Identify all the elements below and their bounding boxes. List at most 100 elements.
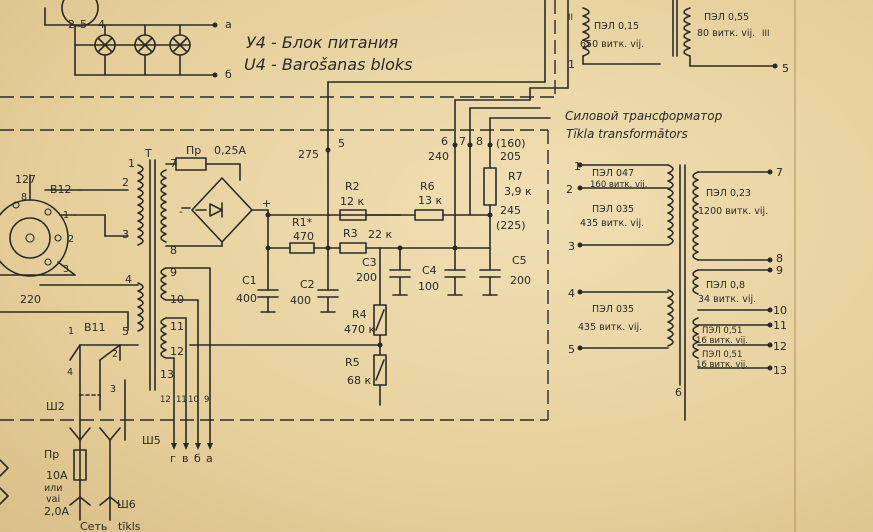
- resistor-value: 12 к: [340, 195, 364, 208]
- mains-transformer: [137, 159, 167, 391]
- voltage-label: 275: [298, 148, 319, 161]
- resistor-label: R5: [345, 356, 360, 369]
- winding-wire-label: ПЭЛ 0,51: [702, 326, 742, 336]
- resistor-label: R3: [343, 227, 358, 240]
- winding-wire-label: ПЭЛ 035: [592, 304, 634, 315]
- transformer-pin: 1: [574, 160, 581, 173]
- lamp-block: [44, 0, 218, 78]
- bridge-rectifier: [165, 177, 269, 247]
- resistor-r1: [289, 242, 315, 254]
- transformer-pin: 7: [776, 166, 783, 179]
- winding-turns-label: 1200 витк. vij.: [698, 206, 768, 217]
- pin-label: 9: [170, 266, 177, 279]
- page-title-ru: У4 - Блок питания: [246, 33, 398, 52]
- lamp-pin-4: 4: [98, 18, 105, 31]
- winding-turns-label: 160 витк. vij.: [590, 180, 647, 190]
- connector-label: Ш5: [142, 434, 161, 447]
- mains-switch: [69, 344, 139, 441]
- power-transformer: [577, 162, 773, 421]
- tube-wires: [0, 189, 139, 331]
- winding-turns-label: 650 витк. vij.: [580, 39, 644, 50]
- pin-label: 1: [128, 157, 135, 170]
- transformer-title-lv: Tīkla transformātors: [566, 127, 688, 141]
- lamp-pin-2: 2: [68, 18, 75, 31]
- resistor-value: 68 к: [347, 374, 371, 387]
- voltage-label: 205: [500, 150, 521, 163]
- capacitor-label: C4: [422, 264, 437, 277]
- fuse-value: 10А: [46, 469, 68, 482]
- transformer-pin: 2: [566, 183, 573, 196]
- pin-label: 4: [125, 273, 132, 286]
- winding-wire-label: ПЭЛ 0,8: [706, 280, 745, 291]
- tube-pin: 3: [63, 264, 69, 275]
- capacitor-label: C5: [512, 254, 527, 267]
- transformer-pin: 8: [776, 252, 783, 265]
- output-leads: [165, 267, 213, 450]
- tube-pin: 8: [21, 192, 27, 203]
- switch-pin: 3: [110, 384, 116, 395]
- capacitor-label: C2: [300, 278, 315, 291]
- node-label: 8: [476, 135, 483, 148]
- resistor-r6: [414, 209, 444, 221]
- capacitor-value: 100: [418, 280, 439, 293]
- output-pin: 10: [188, 395, 199, 405]
- capacitor-value: 400: [290, 294, 311, 307]
- output-label: б: [194, 452, 201, 465]
- voltage-label: 220: [20, 293, 41, 306]
- winding-turns-label: 34 витк. vij.: [698, 294, 756, 305]
- voltage-label: 240: [428, 150, 449, 163]
- winding-turns-label: 435 витк. vij.: [578, 322, 642, 333]
- capacitor-c5: [479, 269, 501, 296]
- winding-roman-label: II: [568, 13, 573, 23]
- transformer-pin: 12: [773, 340, 787, 353]
- mains-label: Сеть: [80, 520, 107, 532]
- switch-name: В11: [84, 321, 106, 334]
- pin-label: 3: [122, 228, 129, 241]
- resistor-label: R2: [345, 180, 360, 193]
- top-winding-block: [582, 0, 778, 69]
- tube-socket: [0, 174, 81, 277]
- winding-wire-label: ПЭЛ 035: [592, 204, 634, 215]
- capacitor-value: 200: [510, 274, 531, 287]
- transformer-pin: 4: [568, 287, 575, 300]
- resistor-r5: [373, 354, 387, 386]
- pin-label: 13: [160, 368, 174, 381]
- output-pin: 11: [176, 395, 187, 405]
- resistor-label: R4: [352, 308, 367, 321]
- lamp-pin-5: 5: [80, 18, 87, 31]
- bridge-plus: +: [262, 197, 271, 210]
- switch-pin: 4: [67, 367, 73, 378]
- capacitor-label: C1: [242, 274, 257, 287]
- interconnect-wires: [327, 0, 569, 151]
- resistor-label: R6: [420, 180, 435, 193]
- fuse: [165, 157, 241, 181]
- page-title-lv: U4 - Barošanas bloks: [244, 55, 412, 74]
- resistor-value: 3,9 к: [504, 185, 532, 198]
- switch-pin: 1: [68, 326, 74, 337]
- connector-plugs: [0, 427, 121, 521]
- fuse-label: Пр: [44, 448, 59, 461]
- transformer-pin: 11: [773, 319, 787, 332]
- output-a-label: а: [225, 18, 232, 31]
- pin-label: 5: [122, 325, 129, 338]
- transformer-pin: 10: [773, 304, 787, 317]
- fuse-value: 0,25А: [214, 144, 246, 157]
- pin-label: 1: [568, 58, 575, 71]
- fuse-value: 2,0А: [44, 505, 69, 518]
- resistor-value: 22 к: [368, 228, 392, 241]
- capacitor-c2: [317, 289, 339, 313]
- tube-number: 127: [15, 173, 36, 186]
- resistor-label: R1*: [292, 216, 313, 229]
- resistor-r4: [373, 304, 387, 336]
- mains-label-lv: tīkls: [118, 520, 141, 532]
- capacitor-c1: [257, 289, 279, 313]
- switch-pin: 2: [112, 349, 118, 360]
- voltage-label: 245: [500, 204, 521, 217]
- winding-turns-label: 16 витк. vij.: [696, 360, 748, 370]
- node-label: 7: [459, 135, 466, 148]
- fuse-or: vai: [46, 494, 60, 505]
- output-label: в: [182, 452, 188, 465]
- winding-turns-label: 16 витк. vij.: [696, 336, 748, 346]
